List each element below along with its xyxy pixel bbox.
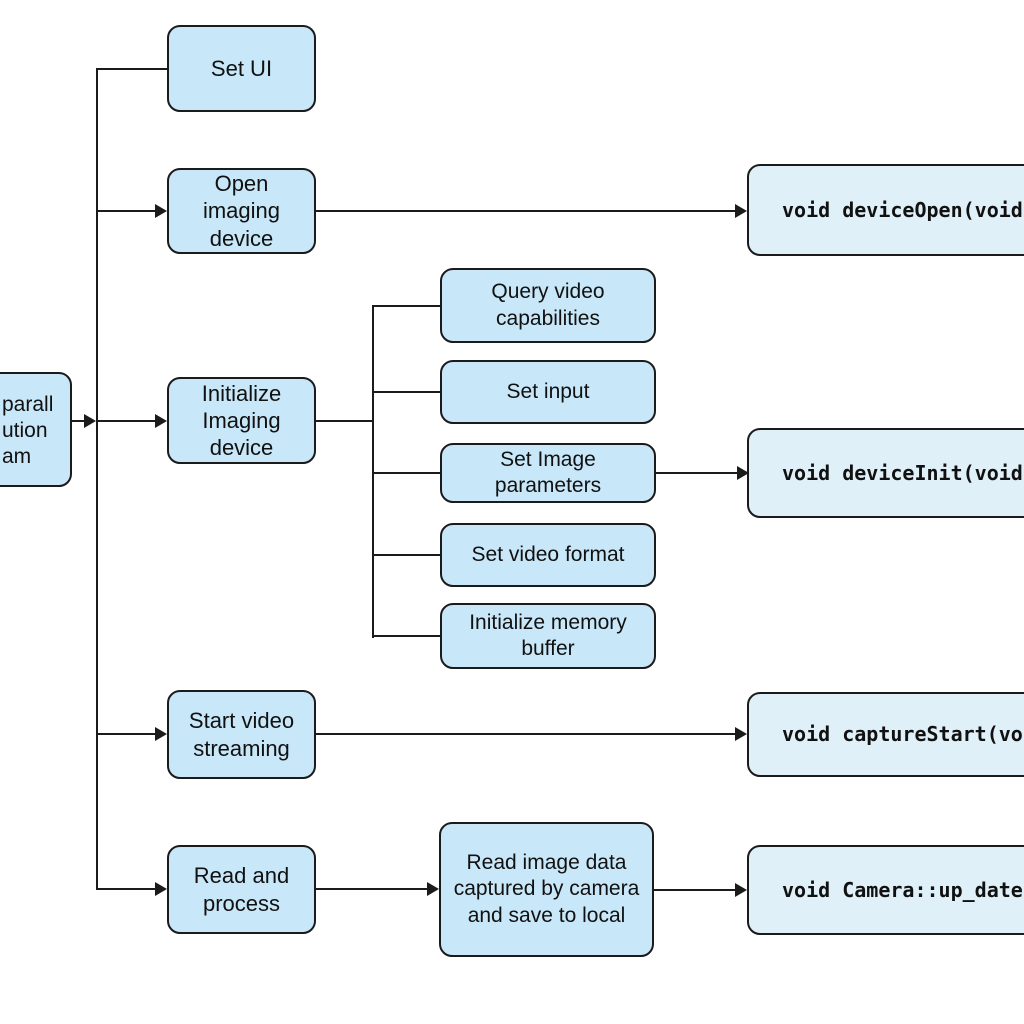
node-init-memory-label: Initialize memory buffer: [469, 610, 627, 660]
node-set-image-params: Set Image parameters: [440, 443, 656, 503]
arrowhead-init-device: [155, 414, 167, 428]
connector-read-image-to-fn: [654, 889, 736, 891]
node-read-image-data-label: Read image data captured by camera and s…: [453, 851, 640, 927]
connector-trunk-to-open-device: [96, 210, 156, 212]
node-init-device-label: Initialize Imaging device: [201, 380, 282, 461]
node-init-memory: Initialize memory buffer: [440, 603, 656, 669]
node-read-process-label: Read and process: [193, 863, 290, 916]
connector-trunk-to-set-ui: [96, 68, 167, 70]
node-set-image-params-label: Set Image parameters: [494, 447, 602, 497]
arrowhead-open-device: [155, 204, 167, 218]
connector-sub-trunk: [372, 305, 374, 638]
connector-trunk-to-read-process: [96, 888, 156, 890]
node-fn-device-init: void deviceInit(void: [747, 428, 1024, 518]
node-read-process: Read and process: [167, 845, 316, 934]
node-fn-device-open: void deviceOpen(void: [747, 164, 1024, 256]
node-set-video-format-label: Set video format: [471, 542, 625, 566]
connector-subtrunk-to-set-video-format: [372, 554, 440, 556]
fn-device-init-text: void deviceInit(void: [782, 460, 1023, 485]
connector-set-image-params-to-fn: [656, 472, 738, 474]
node-set-ui: Set UI: [167, 25, 316, 112]
connector-read-process-to-read-image: [316, 888, 428, 890]
connector-main-trunk: [96, 68, 98, 890]
root-line-2: ution: [2, 419, 48, 442]
root-line-1: parall: [2, 393, 54, 416]
arrowhead-root-to-trunk: [84, 414, 96, 428]
node-open-device-label: Open imaging device: [202, 171, 281, 251]
arrowhead-fn-device-open: [735, 204, 747, 218]
node-set-input-label: Set input: [506, 379, 590, 403]
fn-camera-update-text: void Camera::up_date: [782, 877, 1023, 902]
arrowhead-fn-camera-update: [735, 883, 747, 897]
node-root-label: parall ution am: [2, 392, 53, 470]
fn-device-open-text: void deviceOpen(void: [782, 197, 1023, 222]
connector-trunk-to-start-streaming: [96, 733, 156, 735]
fn-capture-start-text: void captureStart(vo: [782, 722, 1023, 747]
node-init-device: Initialize Imaging device: [167, 377, 316, 464]
node-fn-camera-update: void Camera::up_date: [747, 845, 1024, 935]
node-read-image-data: Read image data captured by camera and s…: [439, 822, 654, 957]
node-fn-capture-start: void captureStart(vo: [747, 692, 1024, 777]
node-start-streaming: Start video streaming: [167, 690, 316, 779]
arrowhead-read-process: [155, 882, 167, 896]
arrowhead-fn-capture-start: [735, 727, 747, 741]
connector-root-to-trunk: [72, 420, 86, 422]
node-query-caps-label: Query video capabilities: [491, 280, 605, 330]
connector-trunk-to-init-device: [96, 420, 156, 422]
node-set-video-format: Set video format: [440, 523, 656, 587]
arrowhead-read-image-data: [427, 882, 439, 896]
node-open-device: Open imaging device: [167, 168, 316, 254]
connector-subtrunk-to-init-memory: [372, 635, 440, 637]
connector-start-streaming-to-fn: [316, 733, 736, 735]
node-root: parall ution am: [0, 372, 72, 487]
connector-subtrunk-to-query-caps: [372, 305, 440, 307]
root-line-3: am: [2, 445, 32, 468]
connector-subtrunk-to-set-image-params: [372, 472, 440, 474]
node-start-streaming-label: Start video streaming: [188, 708, 295, 761]
arrowhead-fn-device-init: [737, 466, 749, 480]
connector-subtrunk-to-set-input: [372, 391, 440, 393]
arrowhead-start-streaming: [155, 727, 167, 741]
connector-init-device-to-subtrunk: [316, 420, 374, 422]
node-query-caps: Query video capabilities: [440, 268, 656, 343]
node-set-ui-label: Set UI: [210, 55, 273, 81]
node-set-input: Set input: [440, 360, 656, 424]
connector-open-device-to-fn: [316, 210, 736, 212]
